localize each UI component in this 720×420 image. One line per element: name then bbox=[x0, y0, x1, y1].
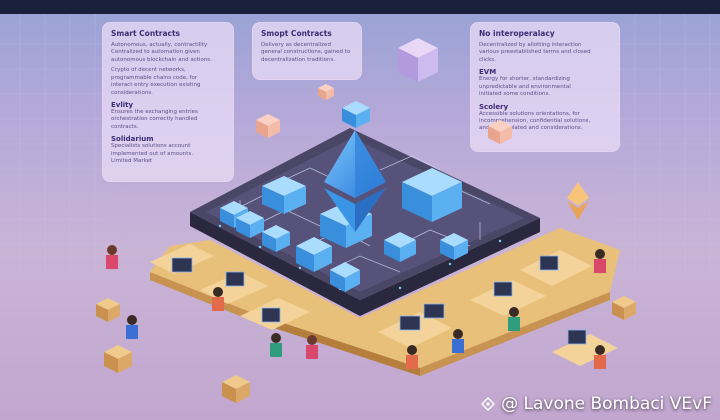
workstations bbox=[106, 244, 618, 369]
panel-right-subtitle-2: Scolery bbox=[479, 102, 509, 111]
block-cube bbox=[330, 262, 360, 292]
block-cube bbox=[262, 225, 290, 252]
block-cube bbox=[236, 211, 264, 238]
cardboard-boxes bbox=[96, 296, 636, 403]
panel-right-subtitle-1: EVM bbox=[479, 68, 497, 77]
floating-cube-cluster bbox=[398, 38, 438, 82]
block-cube bbox=[342, 101, 370, 128]
panel-right-text: Decentralized by allotting interaction v… bbox=[479, 42, 591, 63]
block-cube bbox=[384, 232, 416, 262]
block-cube bbox=[262, 176, 306, 214]
panel-center: Smopt Contracts Delivery as decentralize… bbox=[252, 22, 362, 80]
workstation bbox=[470, 280, 546, 331]
wooden-floor bbox=[150, 228, 620, 376]
watermark: @ Lavone Bombaci VEvF bbox=[481, 394, 712, 414]
block-cube bbox=[402, 168, 462, 222]
workstation bbox=[106, 244, 214, 274]
panel-left: Smart Contracts Autonomous, actually, co… bbox=[102, 22, 234, 182]
panel-right-text-2: Energy for shorter, standardizing unpred… bbox=[479, 76, 571, 98]
panel-left-subtitle-2: Solidarium bbox=[111, 135, 154, 144]
panel-center-text: Delivery as decentralized general constr… bbox=[261, 42, 351, 63]
ethereum-logo-icon bbox=[324, 130, 386, 232]
panel-left-subtitle-1: Evlity bbox=[111, 100, 134, 109]
floating-pink-cubes bbox=[256, 84, 512, 144]
panel-right-text-3: Accessible solutions orientations, for i… bbox=[479, 110, 591, 132]
panel-left-text-3: Ensures the exchanging entries orchestra… bbox=[111, 108, 198, 130]
workstation bbox=[240, 298, 318, 359]
panel-left-title: Smart Contracts bbox=[111, 29, 181, 38]
watermark-text: @ Lavone Bombaci VEvF bbox=[501, 394, 712, 414]
workstation bbox=[520, 249, 606, 286]
block-cube bbox=[296, 237, 332, 272]
block-cube bbox=[440, 233, 468, 260]
panel-left-text-4: Specialists solutions account implemente… bbox=[111, 143, 193, 165]
panel-right-title: No interoperalacy bbox=[479, 29, 555, 38]
workstation bbox=[378, 303, 464, 369]
panel-center-title: Smopt Contracts bbox=[261, 29, 332, 38]
panel-left-text: Autonomous, actually, contractility Cent… bbox=[111, 42, 212, 63]
workstation bbox=[126, 271, 268, 339]
watermark-logo-icon bbox=[481, 397, 496, 411]
panel-left-text-2: Crypto of decent networks, programmable … bbox=[111, 67, 201, 96]
workstation bbox=[552, 329, 618, 369]
ethereum-diamond-icon bbox=[567, 182, 589, 220]
